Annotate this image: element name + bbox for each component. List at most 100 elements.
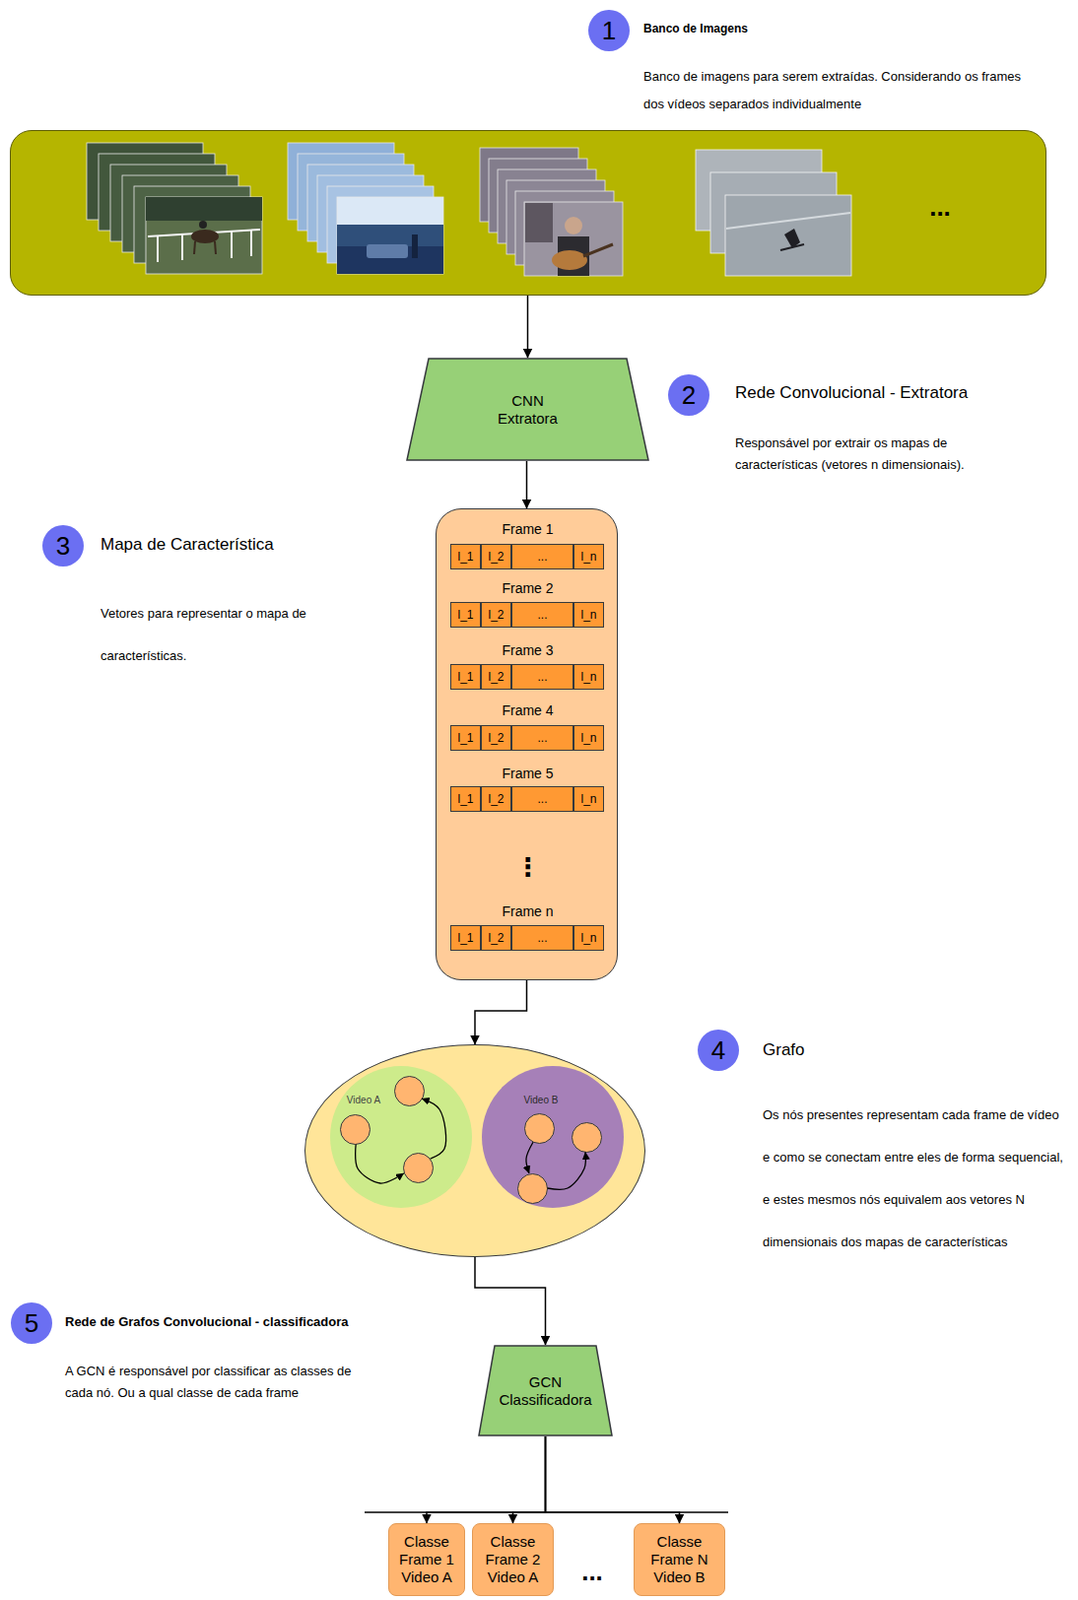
text-holder: Frame 2 — [454, 580, 603, 598]
feature-cell: l_2 — [480, 664, 512, 690]
feature-cell: l_2 — [480, 725, 512, 751]
label-holder: Rede Convolucional - Extratora — [735, 383, 968, 404]
node-text: l_2 — [487, 549, 504, 564]
node-text: l_1 — [457, 549, 473, 564]
feature-cell: l_2 — [480, 543, 512, 570]
callout-number: 3 — [42, 525, 84, 567]
image-bank-band: ... — [9, 130, 1047, 296]
node-text: GCN Classificadora — [494, 1373, 598, 1410]
node-text: Frame 2 — [454, 580, 603, 598]
label-holder: Grafo — [762, 1040, 806, 1061]
label-holder: Rede de Grafos Convolucional - classific… — [65, 1314, 349, 1331]
class-output: Classe Frame 2 Video A — [471, 1523, 554, 1597]
node-text: CNN Extratora — [480, 392, 576, 428]
node-text: Frame 4 — [454, 702, 603, 720]
node-text: l_2 — [487, 931, 504, 945]
text-holder: ... — [900, 192, 980, 223]
text-holder: Video B — [511, 1094, 571, 1107]
feature-cell: ... — [511, 602, 574, 628]
feature-cell: l_n — [573, 786, 605, 812]
output-bar — [364, 1511, 729, 1514]
feature-cell: l_1 — [450, 543, 481, 570]
label-holder: 4 — [697, 1029, 740, 1072]
node-text: ... — [537, 549, 547, 564]
node-text: ... — [537, 931, 547, 945]
feature-cell: ... — [511, 725, 574, 751]
step-heading: Mapa de Característica — [100, 535, 274, 555]
node-text: l_1 — [457, 931, 473, 945]
step-description: Vetores para representar o mapa de carac… — [100, 592, 352, 677]
node-text: Classe Frame 2 Video A — [475, 1533, 550, 1587]
node-text: l_2 — [487, 731, 504, 745]
callout-number: 2 — [668, 374, 710, 416]
step-description: A GCN é responsável por classificar as c… — [65, 1360, 379, 1405]
step-description: Banco de imagens para serem extraídas. C… — [643, 63, 1023, 119]
node-text: l_1 — [457, 731, 473, 745]
callout-number: 5 — [10, 1302, 53, 1345]
text-holder: Frame n — [454, 903, 603, 921]
node-text: l_n — [580, 731, 597, 745]
frame-node — [571, 1122, 603, 1153]
label-holder: Banco de imagens para serem extraídas. C… — [643, 63, 1023, 119]
frame-node — [524, 1113, 555, 1145]
feature-cell: ... — [511, 543, 574, 570]
step-description: Responsável por extrair os mapas de cara… — [735, 432, 994, 476]
ellipsis: ... — [562, 1556, 622, 1588]
gcn-classifier: GCN Classificadora — [477, 1345, 613, 1437]
label-holder: ... — [562, 1556, 622, 1588]
feature-cell: l_n — [573, 664, 605, 690]
node-text: l_1 — [457, 792, 473, 807]
label-holder: 2 — [668, 374, 710, 416]
node-text: Frame 5 — [454, 765, 603, 783]
step-heading: Grafo — [762, 1040, 806, 1061]
feature-cell: l_n — [573, 543, 605, 570]
label-holder: Banco de Imagens — [643, 21, 748, 36]
connector — [545, 1436, 680, 1524]
label-holder: Os nós presentes representam cada frame … — [762, 1093, 1064, 1264]
node-text: ⋮ — [454, 852, 603, 883]
connector — [527, 295, 530, 358]
video-group: Video A — [330, 1066, 472, 1209]
node-text: l_2 — [487, 607, 504, 622]
node-text: ... — [537, 607, 547, 622]
node-text: l_n — [580, 670, 597, 684]
trapezoid-shape — [406, 358, 649, 461]
node-text: ... — [537, 670, 547, 684]
feature-cell: l_1 — [450, 925, 481, 951]
frame-node — [339, 1114, 371, 1146]
node-text: l_2 — [487, 792, 504, 807]
step-description: Os nós presentes representam cada frame … — [762, 1093, 1064, 1264]
video-group: Video B — [481, 1066, 624, 1209]
node-text: Classe Frame N Video B — [637, 1533, 722, 1587]
node-text: l_1 — [457, 607, 473, 622]
callout-number: 1 — [588, 9, 630, 52]
graph-ellipse: Video A Video B — [304, 1044, 646, 1258]
feature-cell: l_1 — [450, 725, 481, 751]
text-holder: Frame 1 — [454, 521, 603, 539]
text-holder: Frame 3 — [454, 642, 603, 660]
feature-cell: l_1 — [450, 786, 481, 812]
feature-cell: l_2 — [480, 786, 512, 812]
trapezoid-shape — [478, 1346, 612, 1436]
connector — [513, 1436, 546, 1524]
callout-number: 4 — [697, 1029, 740, 1072]
feature-cell: l_1 — [450, 602, 481, 628]
node-text: Frame n — [454, 903, 603, 921]
node-text: Video A — [334, 1094, 394, 1107]
node-text: l_n — [580, 549, 597, 564]
node-text: l_n — [580, 792, 597, 807]
cnn-extractor: CNN Extratora — [405, 357, 650, 462]
text-holder: ⋮ — [454, 852, 603, 883]
feature-cell: ... — [511, 925, 574, 951]
feature-cell: l_2 — [480, 602, 512, 628]
label-holder: A GCN é responsável por classificar as c… — [65, 1360, 379, 1405]
node-text: ... — [537, 792, 547, 807]
node-text: Frame 3 — [454, 642, 603, 660]
feature-cell: l_1 — [450, 664, 481, 690]
feature-cell: l_n — [573, 602, 605, 628]
feature-cell: l_2 — [480, 925, 512, 951]
connector — [474, 1257, 546, 1346]
feature-cell: ... — [511, 664, 574, 690]
node-text: l_1 — [457, 670, 473, 684]
